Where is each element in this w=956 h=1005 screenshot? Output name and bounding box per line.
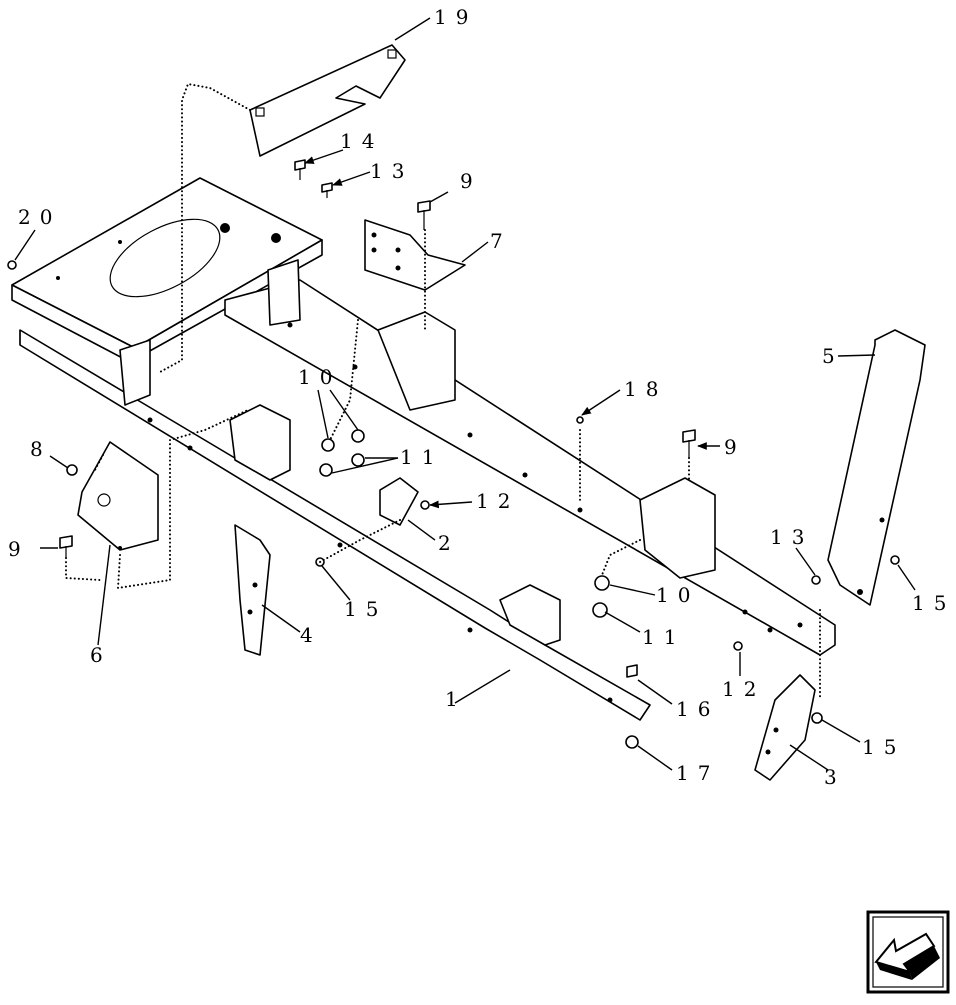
callout-6: 6 <box>90 643 112 667</box>
callout-3: 3 <box>824 765 846 789</box>
callout-16: 16 <box>676 697 719 721</box>
callouts: 19 14 13 9 7 20 10 18 9 5 8 11 12 9 13 2… <box>8 5 955 789</box>
part-6-mount <box>77 441 159 551</box>
leader-lines <box>14 17 916 771</box>
callout-7: 7 <box>490 229 512 253</box>
callout-5: 5 <box>822 344 844 368</box>
callout-4: 4 <box>300 623 322 647</box>
callout-12: 12 <box>722 677 765 701</box>
callout-13: 13 <box>770 525 813 549</box>
part-4-bracket <box>234 524 271 656</box>
callout-2: 2 <box>438 531 460 555</box>
part-rear-rail <box>224 259 836 656</box>
back-arrow-icon[interactable] <box>866 910 950 994</box>
callout-9: 9 <box>460 169 482 193</box>
callout-10: 10 <box>656 583 699 607</box>
callout-8: 8 <box>30 437 52 461</box>
fasteners <box>7 159 900 749</box>
part-5-strip <box>827 329 926 606</box>
callout-9: 9 <box>8 537 30 561</box>
callout-20: 20 <box>18 205 61 229</box>
callout-12: 12 <box>476 489 519 513</box>
callout-1: 1 <box>445 687 467 711</box>
callout-15: 15 <box>344 597 387 621</box>
callout-11: 11 <box>400 445 443 469</box>
part-19-cover-plate <box>249 44 406 157</box>
callout-18: 18 <box>624 377 667 401</box>
callout-9: 9 <box>724 435 746 459</box>
callout-15: 15 <box>912 591 955 615</box>
part-3-bracket <box>754 674 816 781</box>
part-1-side-rail <box>19 329 651 721</box>
callout-13: 13 <box>370 159 413 183</box>
part-7-bracket <box>364 219 466 291</box>
callout-11: 11 <box>642 625 685 649</box>
callout-15: 15 <box>862 735 905 759</box>
part-2-small-bracket <box>379 477 419 526</box>
callout-10: 10 <box>298 365 341 389</box>
assembly-dotted-lines <box>65 82 821 701</box>
callout-17: 17 <box>676 761 719 785</box>
callout-14: 14 <box>340 129 383 153</box>
callout-19: 19 <box>434 5 477 29</box>
